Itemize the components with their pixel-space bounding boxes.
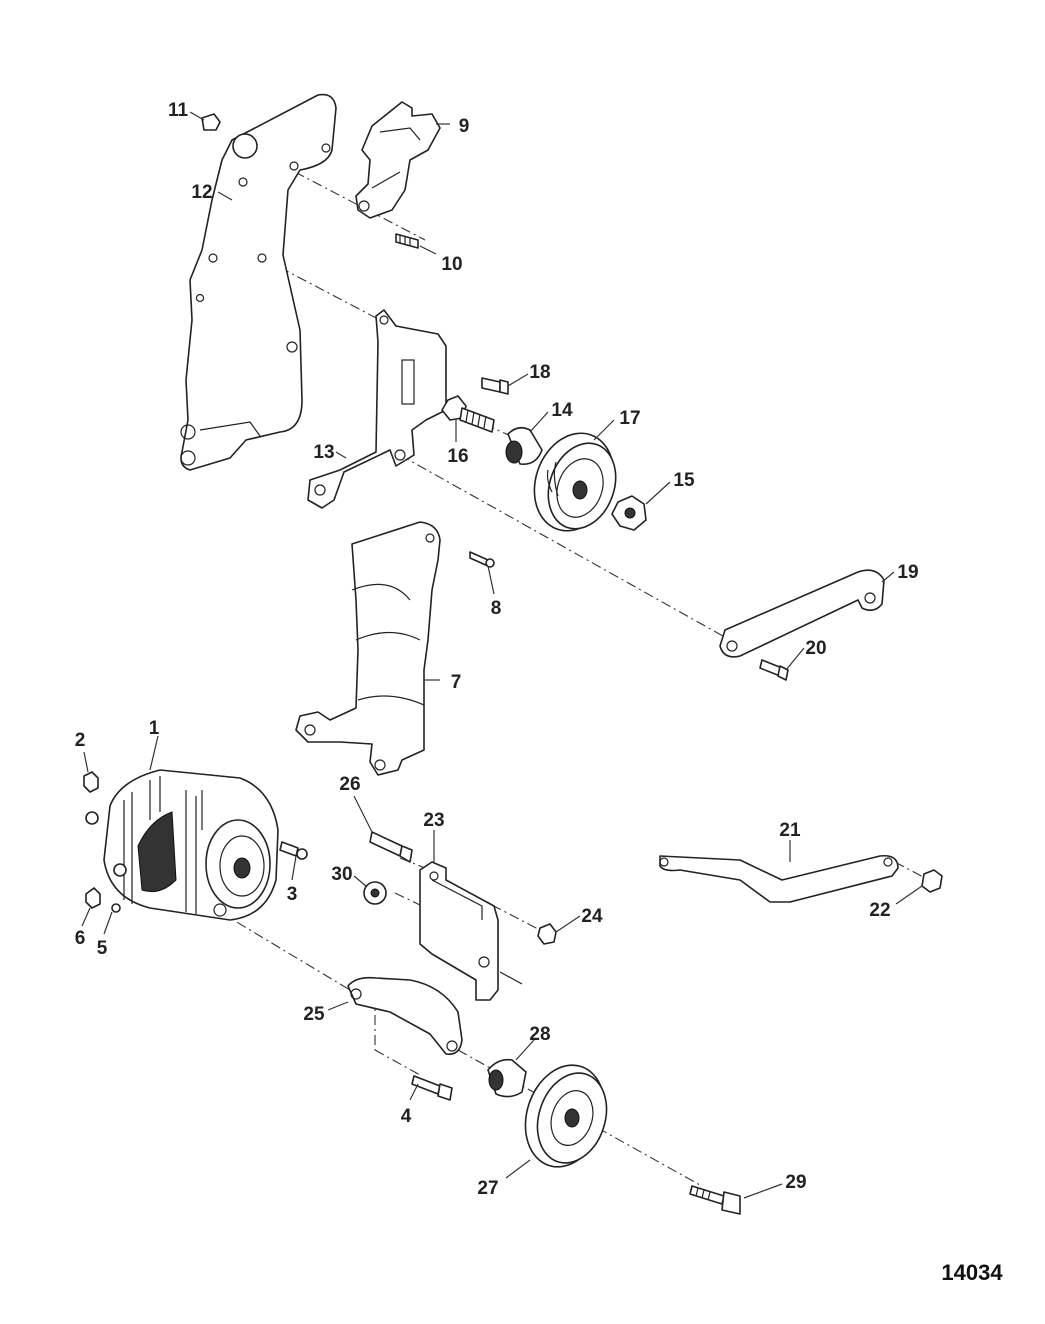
callout-8: 8 xyxy=(491,598,502,619)
part-4-bolt xyxy=(411,1075,453,1101)
callout-25: 25 xyxy=(303,1004,325,1025)
part-8-screw xyxy=(469,551,495,568)
part-19-strap xyxy=(719,569,885,658)
callout-28: 28 xyxy=(529,1024,550,1045)
part-22-nut xyxy=(921,869,943,893)
callout-7: 7 xyxy=(451,672,462,693)
callout-12: 12 xyxy=(191,182,212,203)
part-2-nut xyxy=(83,771,99,793)
part-3-screw xyxy=(279,841,308,860)
callout-5: 5 xyxy=(97,938,108,959)
callout-23: 23 xyxy=(423,810,444,831)
callout-4: 4 xyxy=(401,1106,412,1127)
callout-22: 22 xyxy=(869,900,890,921)
part-10-screw xyxy=(395,233,419,249)
callout-6: 6 xyxy=(75,928,86,949)
callout-13: 13 xyxy=(313,442,334,463)
part-25-pivot-bracket xyxy=(347,976,463,1056)
part-13-idler-bracket xyxy=(307,309,447,509)
part-16-stud xyxy=(441,395,495,433)
callout-labels: 1 2 3 4 5 6 7 8 9 10 11 12 13 14 15 16 1… xyxy=(75,100,919,1199)
callout-20: 20 xyxy=(805,638,826,659)
part-18-bolt xyxy=(481,377,509,395)
callout-30: 30 xyxy=(331,864,352,885)
callout-3: 3 xyxy=(287,884,298,905)
part-7-support-bracket xyxy=(295,521,441,776)
part-17-idler-pulley xyxy=(533,432,617,532)
part-26-stud xyxy=(369,831,413,863)
drawing-number: 14034 xyxy=(941,1260,1003,1285)
callout-14: 14 xyxy=(551,400,573,421)
part-30-spacer xyxy=(363,881,387,905)
part-15-nut xyxy=(611,495,647,531)
part-28-spacer xyxy=(487,1058,527,1098)
callout-24: 24 xyxy=(581,906,603,927)
leader-lines xyxy=(81,111,923,1199)
callout-11: 11 xyxy=(168,100,189,121)
callout-17: 17 xyxy=(619,408,640,429)
part-24-nut xyxy=(537,923,557,945)
callout-2: 2 xyxy=(75,730,86,751)
part-5-washer xyxy=(111,903,121,913)
part-27-pulley xyxy=(524,1064,608,1168)
part-1-alternator xyxy=(85,769,279,921)
part-9-upper-bracket xyxy=(355,101,441,219)
callout-9: 9 xyxy=(459,116,470,137)
callout-16: 16 xyxy=(447,446,468,467)
part-23-alternator-bracket xyxy=(419,861,523,1001)
callout-29: 29 xyxy=(785,1172,806,1193)
part-12-mounting-plate xyxy=(180,93,337,471)
callout-10: 10 xyxy=(441,254,462,275)
callout-27: 27 xyxy=(477,1178,498,1199)
callout-26: 26 xyxy=(339,774,360,795)
callout-1: 1 xyxy=(149,718,160,739)
part-21-strap xyxy=(659,854,899,903)
part-6-nut xyxy=(85,887,101,909)
part-20-bolt xyxy=(759,659,789,681)
part-29-bolt xyxy=(689,1185,741,1215)
callout-15: 15 xyxy=(673,470,695,491)
callout-21: 21 xyxy=(779,820,801,841)
part-11-nut xyxy=(201,113,221,131)
callout-19: 19 xyxy=(897,562,918,583)
callout-18: 18 xyxy=(529,362,550,383)
part-14-spacer xyxy=(505,426,543,466)
assembly-centerlines xyxy=(219,171,926,1186)
